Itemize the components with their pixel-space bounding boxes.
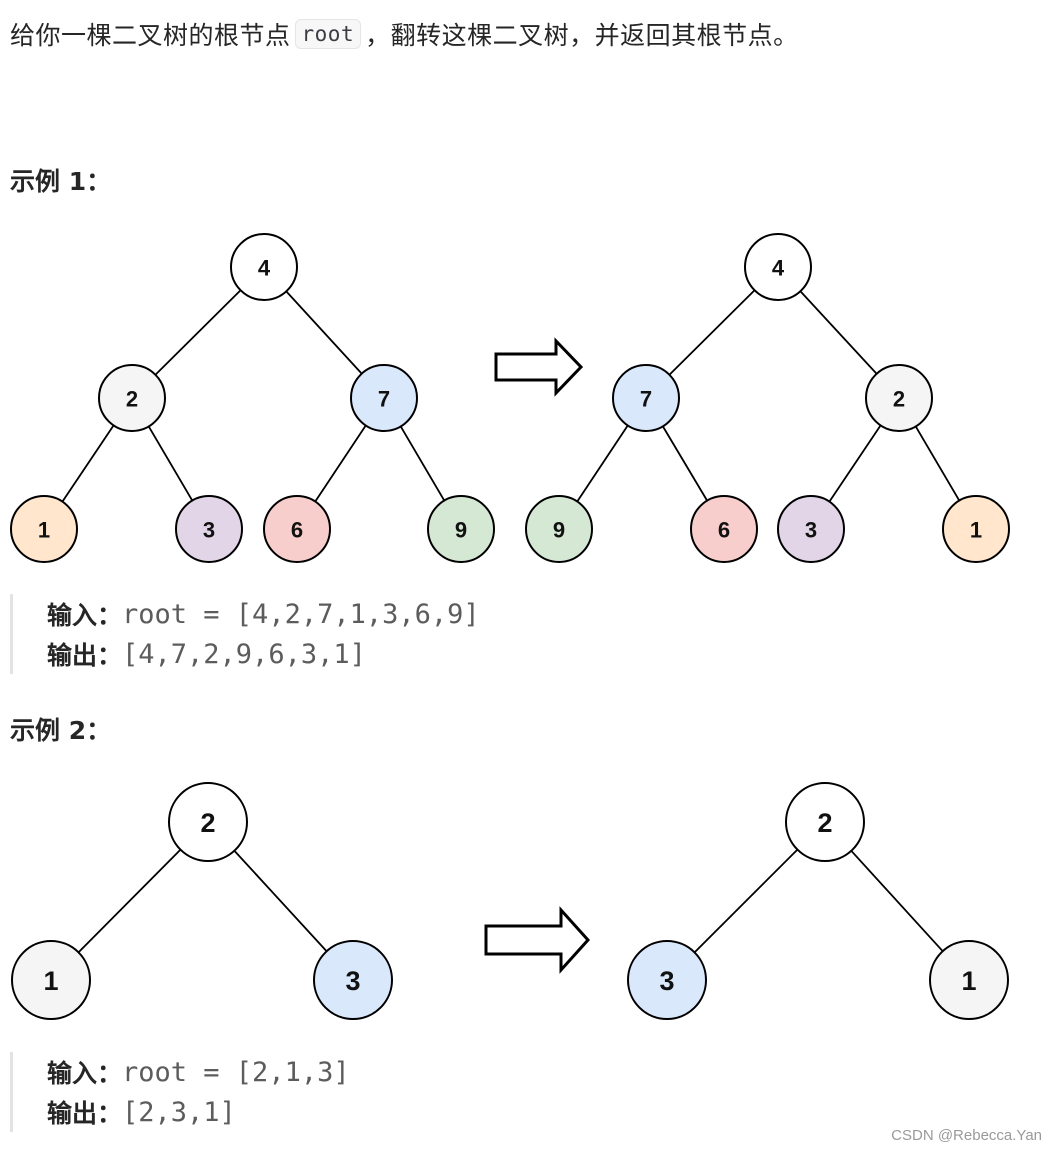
- example-2-heading: 示例 2：: [10, 716, 112, 745]
- example-1-before-node-1: [10, 495, 78, 563]
- example-1-before-node-2: [98, 364, 166, 432]
- example-1-output-value: [4,7,2,9,6,3,1]: [122, 638, 366, 670]
- example-1-after-edge-5: [914, 425, 961, 502]
- example-1-diagram: 4 2 7 1 3 6 9 4 7 2 9 6 3 1: [10, 233, 1010, 563]
- example-2-before-node-3: [313, 940, 393, 1020]
- example-2-diagram: 2 1 3 2 3 1: [11, 782, 1009, 1020]
- example-1-after-node-9: [525, 495, 593, 563]
- example-2-after-edge-1: [850, 850, 944, 952]
- example-1-io: 输入： root = [4,2,7,1,3,6,9] 输出： [4,7,2,9,…: [10, 594, 480, 674]
- example-2-output-value: [2,3,1]: [122, 1096, 236, 1128]
- example-1-before-node-6: [263, 495, 331, 563]
- inline-code-root: root: [294, 19, 362, 49]
- example-1-after-node-4: [744, 233, 812, 301]
- example-1-after-edge-2: [576, 424, 629, 503]
- right-arrow-icon: [494, 337, 584, 397]
- example-2-before-edge-0: [77, 849, 182, 953]
- problem-description: 给你一棵二叉树的根节点 root ，翻转这棵二叉树，并返回其根节点。: [10, 12, 799, 56]
- example-1-after-edge-1: [799, 290, 878, 375]
- example-2-tree-after: 2 3 1: [627, 782, 1009, 1020]
- example-2-after-node-2: [785, 782, 865, 862]
- example-1-output-line: 输出： [4,7,2,9,6,3,1]: [47, 634, 480, 674]
- example-1-after-node-label-2: 2: [893, 387, 905, 412]
- example-2-after-node-3: [627, 940, 707, 1020]
- example-1-tree-after: 4 7 2 9 6 3 1: [525, 233, 1010, 563]
- example-1-after-node-label-9: 9: [553, 518, 565, 543]
- right-arrow-icon: [484, 906, 591, 974]
- example-2-io: 输入： root = [2,1,3] 输出： [2,3,1]: [10, 1052, 350, 1132]
- example-1-before-node-label-6: 6: [291, 518, 303, 543]
- example-1-after-node-3: [777, 495, 845, 563]
- example-1-tree-before: 4 2 7 1 3 6 9: [10, 233, 495, 563]
- example-1-before-edge-0: [154, 289, 242, 376]
- example-1-before-edge-5: [399, 425, 446, 502]
- example-1-after-edge-0: [668, 289, 756, 376]
- example-1-after-node-label-1: 1: [970, 518, 982, 543]
- example-1-input-label: 输入：: [47, 601, 123, 630]
- example-1-output-label: 输出：: [47, 641, 123, 670]
- example-2-input-line: 输入： root = [2,1,3]: [47, 1052, 350, 1092]
- example-1-before-edge-4: [314, 424, 367, 503]
- example-1-before-node-3: [175, 495, 243, 563]
- example-1-after-edge-4: [828, 424, 882, 503]
- example-1-before-node-label-7: 7: [378, 387, 390, 412]
- example-1-input-value: root = [4,2,7,1,3,6,9]: [122, 598, 480, 630]
- example-1-before-node-4: [230, 233, 298, 301]
- example-1-after-node-7: [612, 364, 680, 432]
- watermark: CSDN @Rebecca.Yan: [891, 1127, 1042, 1144]
- example-2-after-node-label-3: 3: [659, 966, 674, 996]
- example-2-before-node-2: [168, 782, 248, 862]
- example-2-after-node-label-1: 1: [961, 966, 976, 996]
- example-1-before-edge-3: [147, 425, 194, 502]
- example-1-after-node-6: [690, 495, 758, 563]
- intro-text-after: ，翻转这棵二叉树，并返回其根节点。: [365, 21, 799, 50]
- example-1-after-node-label-7: 7: [640, 387, 652, 412]
- intro-text-before: 给你一棵二叉树的根节点: [10, 21, 291, 50]
- example-1-before-node-label-1: 1: [38, 518, 50, 543]
- example-2-before-node-label-1: 1: [43, 966, 58, 996]
- example-1-before-node-label-2: 2: [126, 387, 138, 412]
- example-1-after-edge-3: [662, 425, 708, 502]
- example-1-after-node-2: [865, 364, 933, 432]
- example-1-input-line: 输入： root = [4,2,7,1,3,6,9]: [47, 594, 480, 634]
- example-1-heading: 示例 1：: [10, 167, 112, 196]
- example-1-before-edge-1: [285, 290, 363, 375]
- example-1-after-node-1: [942, 495, 1010, 563]
- example-2-after-edge-0: [693, 848, 799, 954]
- example-2-before-node-1: [11, 940, 91, 1020]
- example-2-after-node-1: [929, 940, 1009, 1020]
- example-2-input-value: root = [2,1,3]: [122, 1056, 350, 1088]
- example-2-tree-before: 2 1 3: [11, 782, 393, 1020]
- example-1-before-node-9: [427, 495, 495, 563]
- example-1-after-node-label-3: 3: [805, 518, 817, 543]
- example-1-before-node-7: [350, 364, 418, 432]
- example-2-output-line: 输出： [2,3,1]: [47, 1092, 350, 1132]
- example-2-after-node-label-2: 2: [817, 808, 832, 838]
- example-2-before-node-label-2: 2: [200, 808, 215, 838]
- example-2-before-node-label-3: 3: [345, 966, 360, 996]
- example-1-before-node-label-4: 4: [258, 256, 271, 281]
- example-1-before-node-label-9: 9: [455, 518, 467, 543]
- example-2-before-edge-1: [233, 850, 328, 952]
- example-1-before-node-label-3: 3: [203, 518, 215, 543]
- example-2-input-label: 输入：: [47, 1059, 123, 1088]
- example-1-after-node-label-4: 4: [772, 256, 785, 281]
- example-1-before-edge-2: [61, 424, 115, 503]
- example-2-output-label: 输出：: [47, 1099, 123, 1128]
- example-1-after-node-label-6: 6: [718, 518, 730, 543]
